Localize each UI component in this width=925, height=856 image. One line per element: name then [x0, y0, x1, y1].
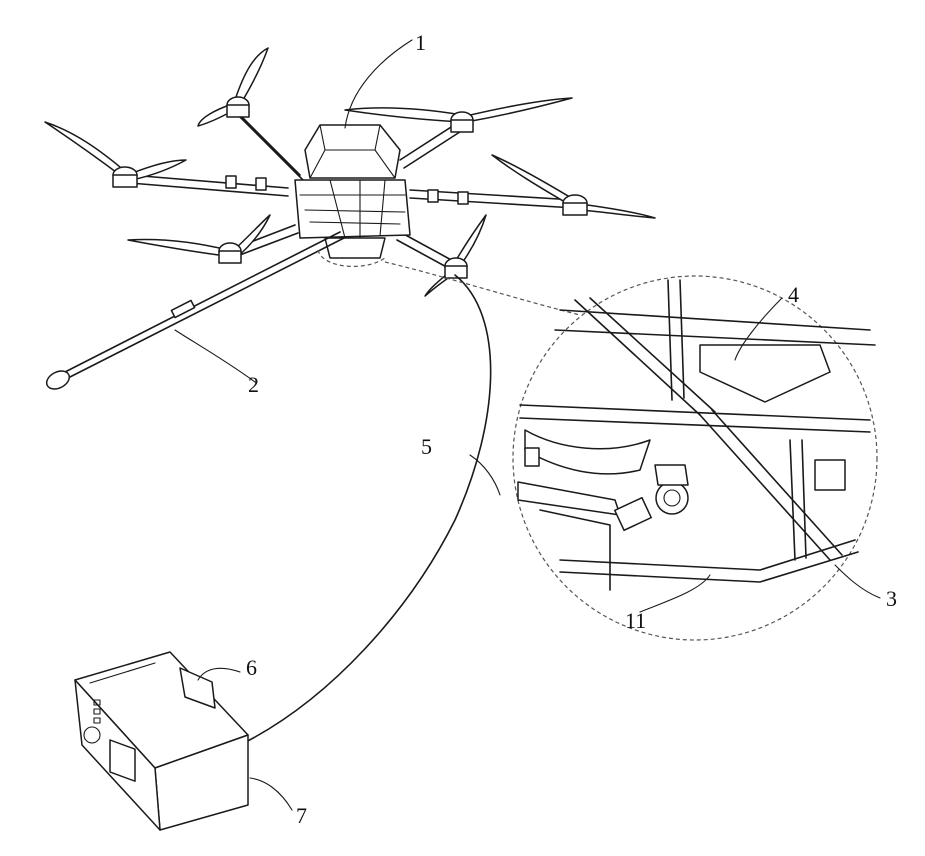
label-1: 1 — [415, 30, 426, 55]
label-4: 4 — [788, 282, 799, 307]
drone-rod — [44, 232, 344, 393]
label-7: 7 — [296, 803, 307, 828]
ground-box — [75, 652, 248, 830]
label-11: 11 — [625, 608, 646, 633]
zoom-callout — [385, 262, 877, 640]
drone-body — [295, 125, 410, 258]
label-2: 2 — [248, 372, 259, 397]
label-3: 3 — [886, 586, 897, 611]
label-6: 6 — [246, 655, 257, 680]
tether-cable — [240, 275, 491, 745]
zoom-detail — [518, 280, 875, 590]
label-5: 5 — [421, 434, 432, 459]
drone — [44, 48, 655, 393]
